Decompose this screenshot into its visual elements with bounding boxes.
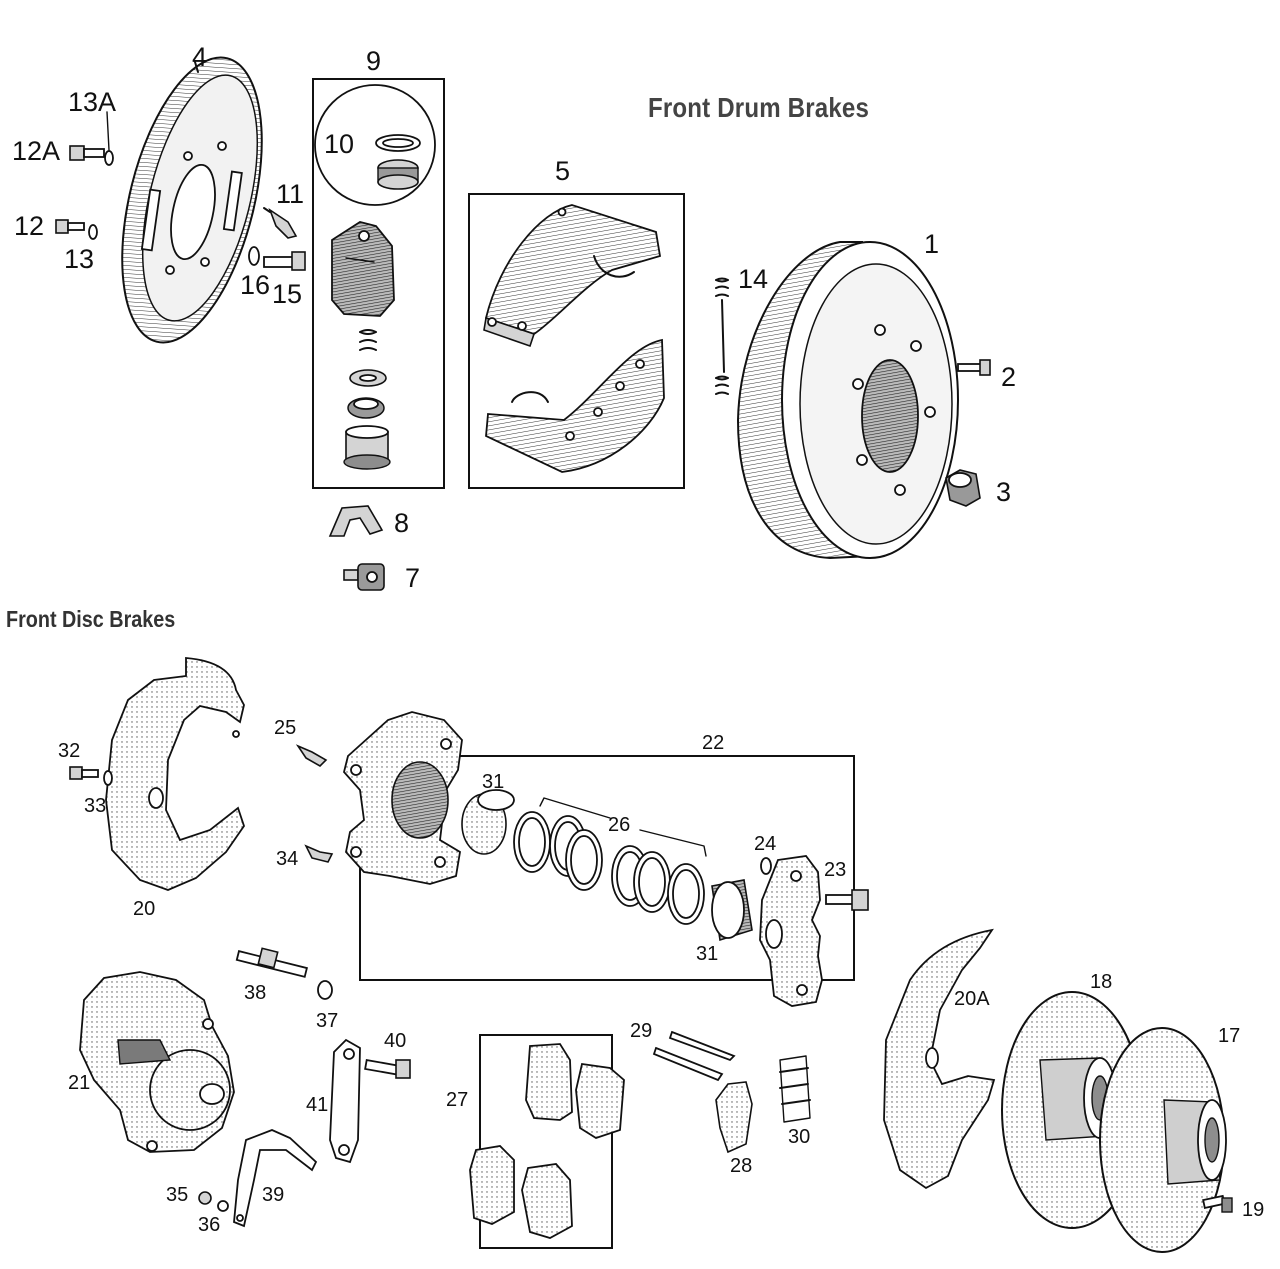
bolt-part-40 — [364, 1059, 411, 1079]
callout-7: 7 — [405, 563, 421, 593]
callout-20: 20 — [133, 898, 156, 920]
bleed-nipple-part-11 — [263, 207, 298, 239]
callout-5: 5 — [555, 156, 571, 186]
brake-drum-part-1 — [736, 241, 959, 560]
seals-part-10 — [375, 134, 421, 190]
wheel-cylinder-box-9 — [312, 78, 445, 489]
callout-34: 34 — [276, 848, 299, 870]
callout-33: 33 — [84, 795, 107, 817]
caliper-box-22 — [359, 755, 855, 981]
link-part-41 — [329, 1038, 361, 1164]
drum-screw-part-2 — [957, 359, 991, 376]
callout-35: 35 — [166, 1184, 189, 1206]
callout-19: 19 — [1242, 1199, 1265, 1221]
front-disc-brakes-title: Front Disc Brakes — [6, 606, 176, 632]
callout-13: 13 — [64, 244, 95, 274]
callout-22: 22 — [702, 732, 725, 754]
nut-part-35 — [198, 1191, 229, 1212]
seals-part-26 — [513, 797, 707, 925]
callout-27: 27 — [446, 1089, 469, 1111]
callout-39: 39 — [262, 1184, 285, 1206]
callout-37: 37 — [316, 1010, 339, 1032]
callout-12A: 12A — [12, 136, 61, 166]
callout-10: 10 — [324, 129, 355, 159]
callout-24: 24 — [754, 833, 777, 855]
callout-9: 9 — [366, 46, 382, 76]
dust-shield-part-20 — [105, 657, 245, 891]
caliper-half-inner — [759, 855, 823, 1007]
brake-shoes-box-5 — [468, 193, 685, 489]
callout-17: 17 — [1218, 1025, 1241, 1047]
washer-part-24 — [760, 857, 772, 875]
callout-38: 38 — [244, 982, 267, 1004]
callout-32: 32 — [58, 740, 81, 762]
callout-21: 21 — [68, 1072, 91, 1094]
callout-4: 4 — [192, 42, 208, 72]
callout-36: 36 — [198, 1214, 221, 1236]
adjuster-part-7 — [343, 563, 385, 591]
caliper-half-outer — [343, 711, 463, 885]
brake-pads-box-27 — [479, 1034, 613, 1249]
callout-25: 25 — [274, 717, 297, 739]
bolt-part-12 — [55, 219, 98, 240]
spring-and-seals — [343, 329, 391, 470]
clip-part-8 — [328, 505, 384, 537]
callout-15: 15 — [272, 279, 303, 309]
callout-16: 16 — [240, 270, 271, 300]
callout-2: 2 — [1001, 362, 1017, 392]
callout-8: 8 — [394, 508, 410, 538]
anti-squeal-shim-part-28 — [715, 1081, 753, 1154]
front-drum-brakes-title: Front Drum Brakes — [648, 92, 870, 123]
callout-41: 41 — [306, 1094, 329, 1116]
backplate-part-4 — [121, 56, 263, 344]
bleed-nipple-part-34 — [304, 844, 334, 863]
split-pins-part-29 — [652, 1030, 736, 1082]
callout-28: 28 — [730, 1155, 753, 1177]
callout-31-lower: 31 — [696, 943, 719, 965]
return-spring-part-14 — [715, 277, 729, 395]
bracket-part-39 — [233, 1129, 318, 1228]
callout-18: 18 — [1090, 971, 1113, 993]
callout-26: 26 — [608, 814, 631, 836]
callout-11: 11 — [276, 179, 305, 209]
bolt-part-32 — [69, 766, 113, 786]
callout-20A: 20A — [954, 988, 990, 1010]
brake-shoe-lower — [485, 338, 665, 473]
piston-part-31-upper — [461, 789, 515, 855]
bolt-part-23 — [825, 889, 869, 911]
callout-13A: 13A — [68, 87, 117, 117]
piston-part-31-lower — [711, 879, 753, 942]
bolt-part-15 — [248, 246, 306, 271]
bleed-nipple-part-25 — [295, 744, 328, 767]
brake-shoe-upper — [483, 204, 662, 348]
pad-spring-part-30 — [779, 1055, 811, 1123]
callout-40: 40 — [384, 1030, 407, 1052]
brake-disc-part-17 — [1099, 1027, 1227, 1253]
callout-23: 23 — [824, 859, 847, 881]
callout-12: 12 — [14, 211, 45, 241]
bolt-part-12A — [69, 111, 114, 166]
callout-3: 3 — [996, 477, 1012, 507]
screw-part-19 — [1202, 1194, 1233, 1213]
callout-29: 29 — [630, 1020, 653, 1042]
callout-30: 30 — [788, 1126, 811, 1148]
callout-1: 1 — [924, 229, 940, 259]
caliper-assembly-part-21 — [79, 971, 235, 1153]
callout-14: 14 — [738, 264, 769, 294]
callout-31-upper: 31 — [482, 771, 505, 793]
dust-shield-part-20A — [883, 928, 996, 1190]
brake-pads-part-27 — [469, 1043, 625, 1239]
stud-part-38 — [235, 947, 333, 1000]
wheel-nut-part-3 — [945, 469, 981, 507]
wheel-cylinder-body — [331, 221, 395, 317]
